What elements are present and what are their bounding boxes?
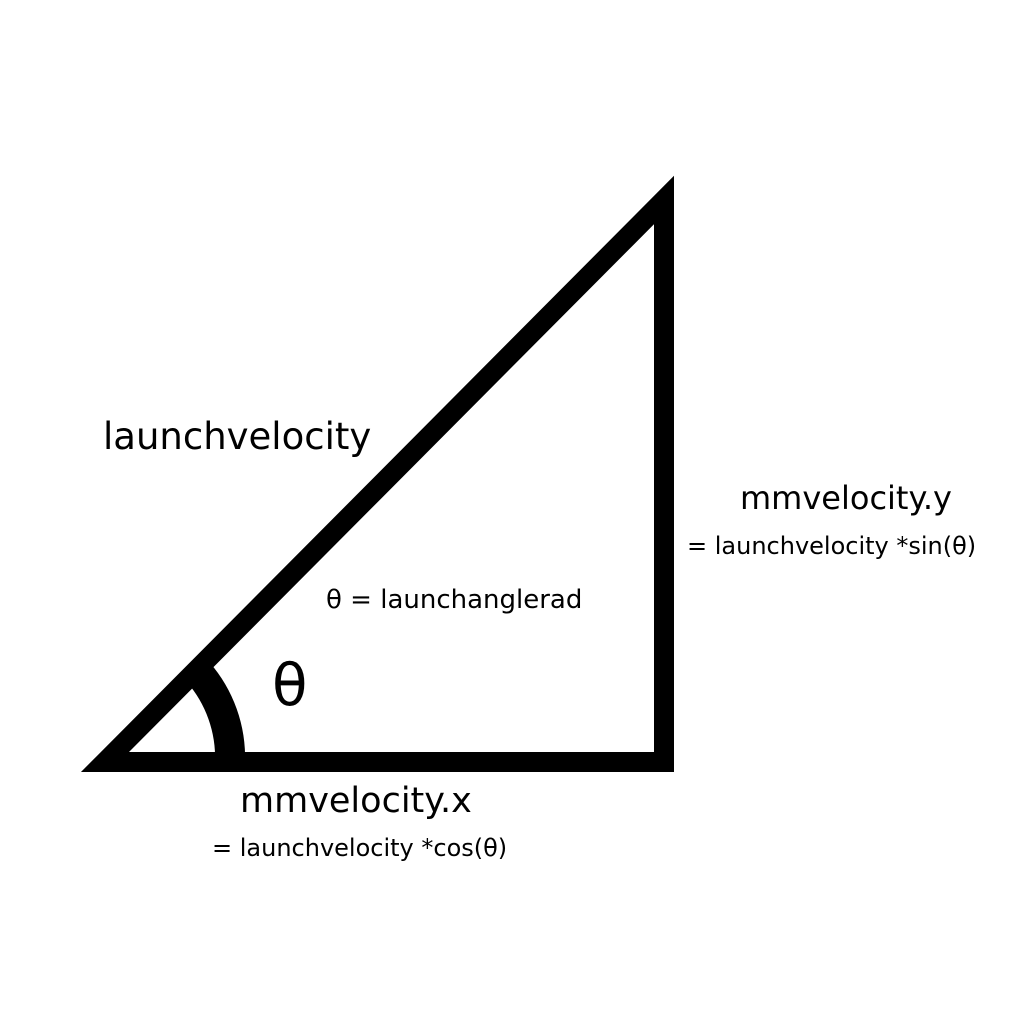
vertical-side-formula: = launchvelocity *sin(θ): [687, 532, 977, 560]
angle-definition: θ = launchanglerad: [326, 585, 583, 615]
angle-arc: [186, 662, 246, 763]
horizontal-side-formula: = launchvelocity *cos(θ): [212, 834, 508, 862]
vertical-side-label: mmvelocity.y: [740, 479, 952, 517]
horizontal-side-label: mmvelocity.x: [240, 781, 472, 821]
right-triangle: [80, 175, 674, 772]
angle-symbol: θ: [272, 651, 308, 719]
hypotenuse-label: launchvelocity: [103, 415, 372, 458]
